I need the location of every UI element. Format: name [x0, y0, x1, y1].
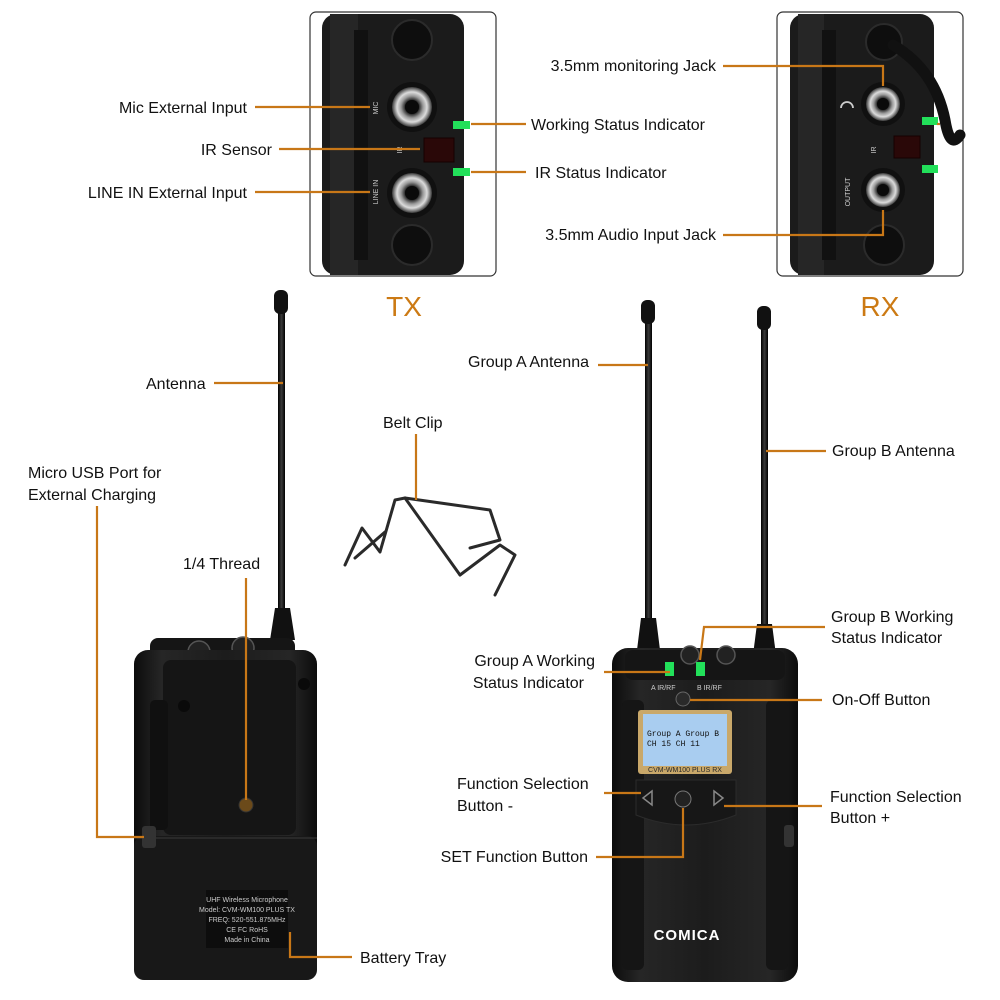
label-usb-port-line1: Micro USB Port for: [28, 465, 162, 482]
rx-working-status-led: [922, 117, 938, 125]
rx-group-a-antenna: [645, 310, 652, 628]
belt-clip: [343, 496, 517, 597]
rx-group-b-antenna: [761, 318, 768, 633]
label-monitoring-jack: 3.5mm monitoring Jack: [551, 58, 717, 75]
label-func-plus-line2: Button +: [830, 810, 890, 827]
svg-text:FREQ: 520-551.875MHz: FREQ: 520-551.875MHz: [208, 917, 286, 924]
svg-text:Model: CVM-WM100 PLUS TX: Model: CVM-WM100 PLUS TX: [199, 907, 295, 914]
label-group-b-antenna: Group B Antenna: [832, 443, 955, 460]
label-belt-clip: Belt Clip: [383, 415, 443, 432]
tx-detail-panel: MIC IR LINE IN: [309, 11, 497, 277]
label-group-b-status-line2: Status Indicator: [831, 630, 943, 647]
svg-text:CE FC RoHS: CE FC RoHS: [226, 927, 268, 934]
tx-port-mic-text: MIC: [373, 102, 380, 115]
label-battery-tray: Battery Tray: [360, 950, 446, 967]
tx-title: TX: [386, 291, 422, 322]
label-func-minus-line1: Function Selection: [457, 776, 589, 793]
tx-port-line-in-text: LINE IN: [373, 180, 380, 205]
rx-ir-window: [893, 135, 921, 159]
label-func-minus-line2: Button -: [457, 798, 513, 815]
lcd-groups: Group A Group B: [647, 730, 719, 739]
rx-port-ir-text: IR: [871, 147, 878, 154]
svg-text:Made in China: Made in China: [224, 937, 269, 944]
headphone-icon: [840, 101, 854, 109]
monitoring-jack: [861, 82, 905, 126]
tx-antenna: [278, 300, 285, 618]
ir-sensor-window: [423, 137, 455, 163]
rx-port-output-text: OUTPUT: [845, 177, 852, 207]
thread-mount: [238, 797, 254, 813]
label-audio-input-jack: 3.5mm Audio Input Jack: [545, 227, 717, 244]
label-working-status-indicator: Working Status Indicator: [531, 117, 706, 134]
label-ir-status-indicator: IR Status Indicator: [535, 165, 667, 182]
func-minus-button[interactable]: [641, 789, 653, 807]
label-on-off-button: On-Off Button: [832, 692, 930, 709]
label-ir-sensor: IR Sensor: [201, 142, 273, 159]
rx-title: RX: [861, 291, 900, 322]
label-line-in-external-input: LINE IN External Input: [88, 185, 248, 202]
rx-device: A IR/RF B IR/RF Group A Group B CH 15 CH…: [612, 300, 798, 982]
on-off-button[interactable]: [675, 691, 691, 707]
label-thread: 1/4 Thread: [183, 556, 260, 573]
label-group-a-status-line2: Status Indicator: [473, 675, 585, 692]
label-group-a-antenna: Group A Antenna: [468, 354, 589, 371]
tx-sticker: UHF Wireless Microphone Model: CVM-WM100…: [199, 897, 295, 944]
line-in-jack: [387, 168, 437, 218]
label-set-button: SET Function Button: [441, 849, 588, 866]
rx-ir-status-led: [922, 165, 938, 173]
audio-input-jack: [861, 168, 905, 212]
leader-lines: [95, 64, 940, 959]
label-antenna: Antenna: [146, 376, 206, 393]
group-b-status-led: [696, 662, 705, 676]
label-group-a-status-line1: Group A Working: [474, 653, 595, 670]
func-plus-button[interactable]: [713, 789, 725, 807]
micro-usb-port: [142, 826, 156, 848]
working-status-led: [453, 121, 470, 129]
rx-led-a-text: A IR/RF: [651, 685, 676, 692]
label-mic-external-input: Mic External Input: [119, 100, 248, 117]
rx-model-text: CVM-WM100 PLUS RX: [648, 767, 722, 774]
mic-input-jack: [387, 82, 437, 132]
ir-status-led: [453, 168, 470, 176]
label-func-plus-line1: Function Selection: [830, 789, 962, 806]
rx-brand: COMICA: [654, 927, 721, 944]
lcd-screen: [643, 714, 727, 766]
svg-text:UHF Wireless Microphone: UHF Wireless Microphone: [206, 897, 288, 904]
tx-device: UHF Wireless Microphone Model: CVM-WM100…: [134, 290, 317, 980]
rx-led-b-text: B IR/RF: [697, 685, 722, 692]
lcd-channels: CH 15 CH 11: [647, 740, 700, 749]
label-usb-port-line2: External Charging: [28, 487, 156, 504]
group-a-status-led: [665, 662, 674, 676]
rx-detail-panel: IR OUTPUT: [776, 11, 966, 277]
set-button[interactable]: [674, 790, 692, 808]
label-group-b-status-line1: Group B Working: [831, 609, 953, 626]
